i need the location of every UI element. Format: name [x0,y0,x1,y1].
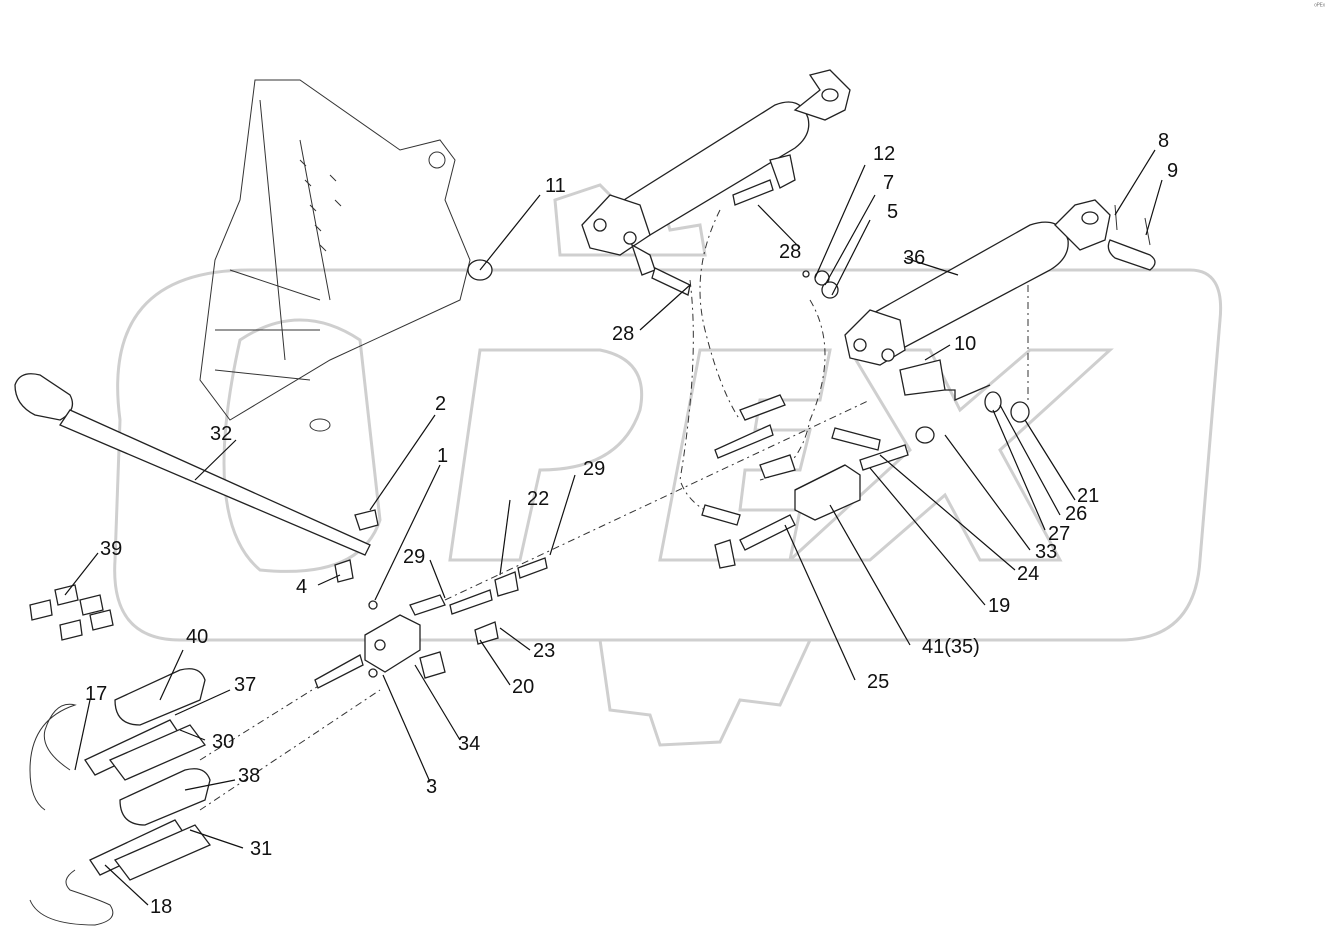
callout-24: 24 [1017,563,1039,585]
callout-40: 40 [186,626,208,648]
callout-5: 5 [887,201,898,223]
callout-38: 38 [238,765,260,787]
callout-20: 20 [512,676,534,698]
callout-3: 3 [426,776,437,798]
callout-21: 21 [1077,485,1099,507]
hydraulic-cylinder-upper [581,69,851,276]
watermark-logo [113,183,1223,747]
callout-4: 4 [296,576,307,598]
callout-27: 27 [1048,523,1070,545]
callout-31: 31 [250,838,272,860]
corner-mark: ᵒᴾᴱˣ [1314,3,1325,10]
loader-frame [199,79,471,432]
callout-28a: 28 [779,241,801,263]
coupler-group-upper [29,668,207,811]
bar-32 [14,373,371,556]
callout-2: 2 [435,393,446,415]
hydraulic-cylinder-36 [844,199,1111,366]
callout-41: 41(35) [922,636,980,658]
callout-26: 26 [1065,503,1087,525]
leader-lines [64,149,1163,906]
fittings [314,179,1030,689]
coupler-group-lower [29,768,212,926]
clips-39 [29,584,114,641]
callout-29b: 29 [583,458,605,480]
callout-1: 1 [437,445,448,467]
callout-23: 23 [533,640,555,662]
callout-18: 18 [150,896,172,918]
callout-34: 34 [458,733,480,755]
callout-29a: 29 [403,546,425,568]
callout-25: 25 [867,671,889,693]
callout-30: 30 [212,731,234,753]
callout-28b: 28 [612,323,634,345]
valve-block-34 [364,614,421,673]
callout-9: 9 [1167,160,1178,182]
callout-labels: 11 12 7 5 8 9 36 28 28 10 2 1 32 29 22 2… [85,130,1178,918]
callout-22: 22 [527,488,549,510]
valve-block-41 [794,464,861,521]
callout-10: 10 [954,333,976,355]
callout-12: 12 [873,143,895,165]
callout-19: 19 [988,595,1010,617]
callout-36: 36 [903,247,925,269]
callout-11: 11 [545,175,566,197]
callout-39: 39 [100,538,122,560]
callout-7: 7 [883,172,894,194]
callout-8: 8 [1158,130,1169,152]
callout-32: 32 [210,423,232,445]
callout-17: 17 [85,683,107,705]
callout-37: 37 [234,674,256,696]
callout-33: 33 [1035,541,1057,563]
